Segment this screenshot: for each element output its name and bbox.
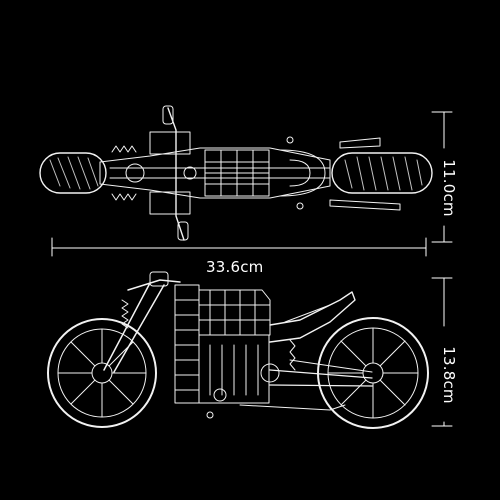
- top-height-dimension-line: [431, 111, 453, 243]
- side-height-text: 13.8cm: [440, 345, 458, 404]
- length-dimension-line: [51, 237, 427, 257]
- top-height-text: 11.0cm: [440, 159, 458, 217]
- side-height-label: 13.8cm: [438, 327, 460, 422]
- top-height-label: 11.0cm: [438, 148, 460, 228]
- top-view-motorcycle: [39, 105, 433, 241]
- length-label: 33.6cm: [206, 258, 264, 276]
- side-view-motorcycle: [47, 271, 429, 429]
- side-height-dimension-line: [431, 277, 453, 427]
